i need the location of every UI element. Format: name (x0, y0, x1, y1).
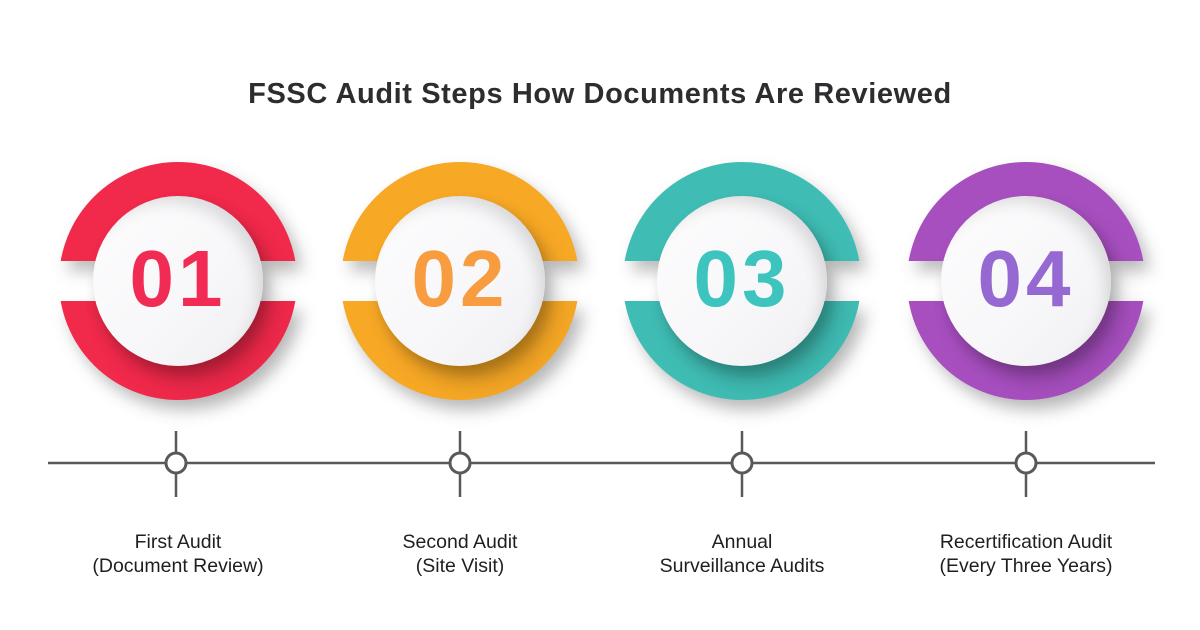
step-label-line2: (Site Visit) (415, 555, 505, 577)
step-inner-disc (657, 196, 827, 366)
step-inner-disc (941, 196, 1111, 366)
step-ring-icon (907, 162, 1145, 400)
step-ring-icon (623, 162, 861, 400)
step-label-4: Recertification Audit (Every Three Years… (866, 530, 1186, 578)
page-title: FSSC Audit Steps How Documents Are Revie… (248, 78, 952, 110)
step-number: 01 (129, 234, 227, 324)
step-number: 02 (411, 234, 509, 324)
timeline-node (164, 431, 188, 497)
step-label-line2: (Every Three Years) (939, 555, 1113, 577)
step-label-line1: First Audit (134, 531, 222, 553)
step-label-3: Annual Surveillance Audits (582, 530, 902, 578)
step-label-line2: (Document Review) (92, 555, 264, 577)
step-label-1: First Audit (Document Review) (18, 530, 338, 578)
step-badge-4: 04 (896, 151, 1156, 411)
step-number: 04 (977, 234, 1075, 324)
step-label-line1: Annual (711, 531, 773, 553)
step-inner-disc (93, 196, 263, 366)
timeline-node (1014, 431, 1038, 497)
step-label-line2: Surveillance Audits (659, 555, 825, 577)
timeline-node (448, 431, 472, 497)
step-label-line1: Second Audit (402, 531, 518, 553)
step-ring-icon (59, 162, 297, 400)
step-ring-icon (341, 162, 579, 400)
step-label-2: Second Audit (Site Visit) (300, 530, 620, 578)
step-inner-disc (375, 196, 545, 366)
step-badge-1: 01 (48, 151, 308, 411)
step-label-line1: Recertification Audit (939, 531, 1113, 553)
step-badge-2: 02 (330, 151, 590, 411)
step-badge-3: 03 (612, 151, 872, 411)
timeline-node (730, 431, 754, 497)
step-number: 03 (693, 234, 791, 324)
